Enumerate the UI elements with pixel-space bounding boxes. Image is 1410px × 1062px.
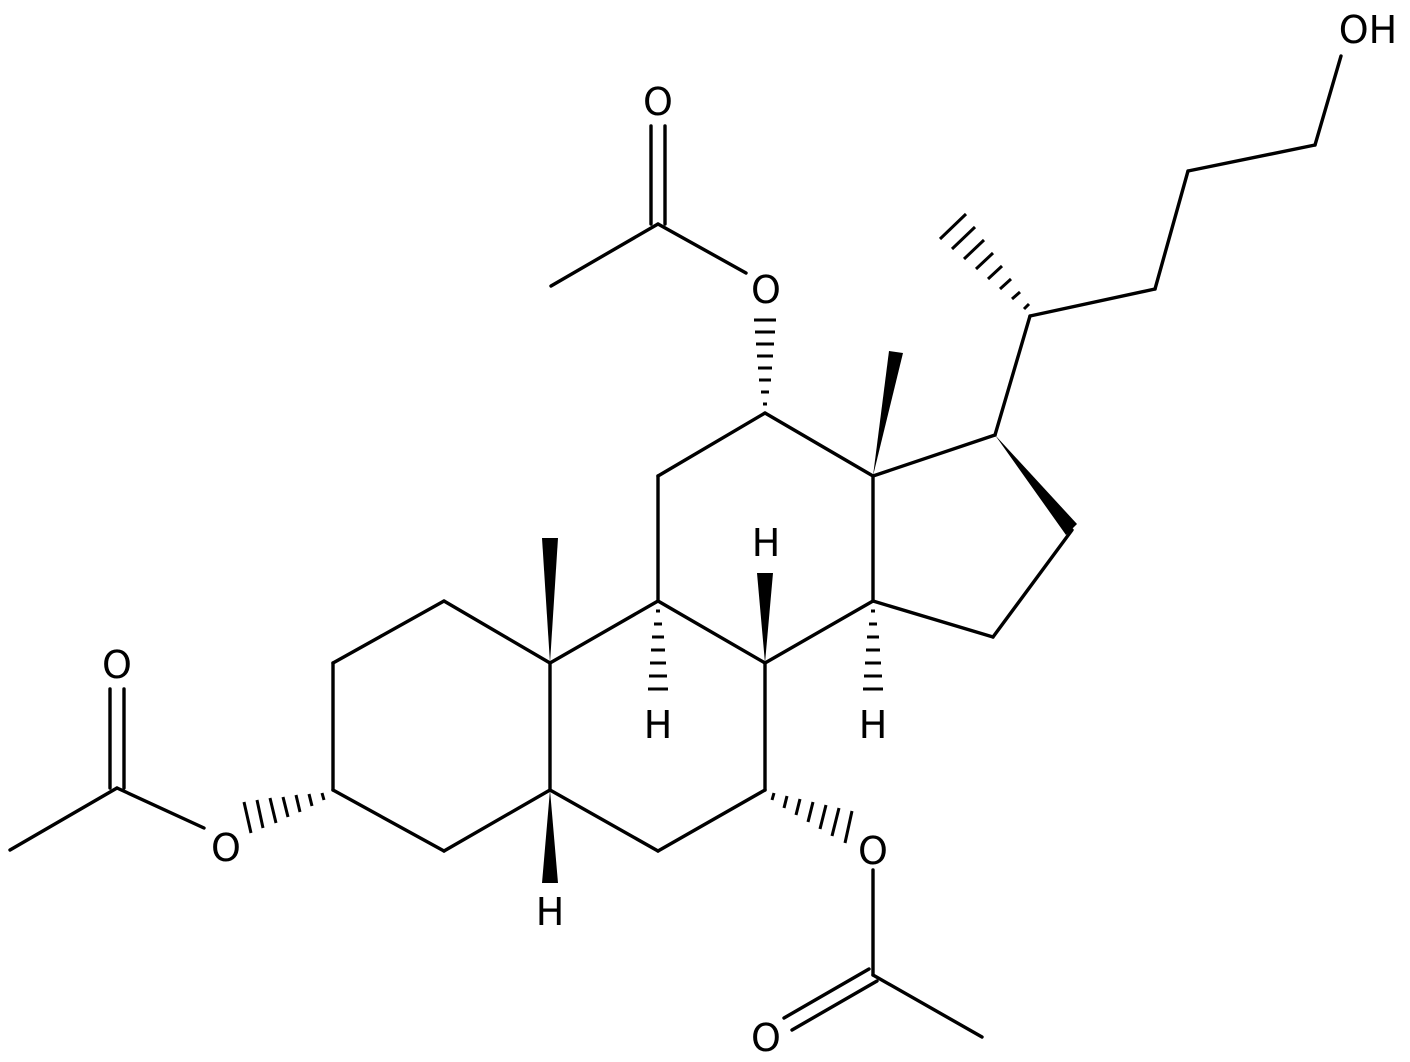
hash-c14-h bbox=[863, 609, 883, 691]
bond-acyl-methyl12 bbox=[549, 222, 660, 288]
bond-c7-carbonyl-a bbox=[782, 967, 871, 1020]
bond-c17-c20 bbox=[993, 314, 1032, 437]
bond-c4-c5 bbox=[442, 788, 552, 853]
carbonyl-oxygen-c3: O bbox=[102, 643, 132, 687]
bond-c9-c10 bbox=[548, 599, 660, 665]
wedge-c8-h bbox=[757, 573, 773, 663]
bond-c8-c9 bbox=[656, 599, 767, 665]
bond-c22-c23 bbox=[1153, 169, 1190, 291]
bond-c11-c12 bbox=[656, 411, 767, 478]
hashed-bonds bbox=[242, 212, 1031, 844]
bond-c14-c8 bbox=[763, 599, 875, 665]
wedge-c17-c16 bbox=[995, 435, 1077, 535]
wedge-c5-h bbox=[542, 790, 558, 883]
bond-o12-acyl bbox=[656, 222, 748, 275]
hydrogen-c9: H bbox=[644, 703, 673, 747]
bond-c20-c22 bbox=[1028, 287, 1157, 318]
bond-c3-c4 bbox=[331, 788, 446, 853]
hash-c12-o bbox=[754, 318, 776, 406]
bond-c15-c16 bbox=[991, 528, 1074, 639]
bond-acyl-methyl7 bbox=[871, 973, 984, 1039]
carbonyl-oxygen-c7: O bbox=[751, 1016, 781, 1060]
bond-c7-carbonyl-b bbox=[790, 979, 879, 1032]
hash-c9-h bbox=[648, 609, 668, 691]
hydroxyl-label: OH bbox=[1339, 8, 1397, 52]
hash-c7-o bbox=[770, 792, 854, 844]
bond-c12-c13 bbox=[763, 411, 875, 478]
bond-c14-c15 bbox=[871, 599, 995, 639]
ester-oxygen-c7: O bbox=[858, 829, 888, 873]
ester-oxygen-c12: O bbox=[751, 268, 781, 312]
bond-acyl-methyl3 bbox=[8, 786, 119, 852]
bond-c1-c2 bbox=[331, 599, 446, 665]
hydrogen-c14: H bbox=[859, 703, 888, 747]
wedge-c13-methyl bbox=[873, 351, 903, 476]
carbonyl-oxygen-c12: O bbox=[643, 80, 673, 124]
hash-c20-methyl bbox=[938, 212, 1031, 311]
wedge-bonds bbox=[542, 351, 1077, 883]
hydrogen-c5: H bbox=[536, 890, 565, 934]
skeleton-bonds bbox=[8, 54, 1343, 1039]
ester-oxygen-c3: O bbox=[211, 826, 241, 870]
bond-c5-c6 bbox=[548, 788, 660, 853]
bond-c24-o bbox=[1313, 54, 1343, 147]
atom-labels: OH O O O O O O H H H H bbox=[102, 8, 1397, 1060]
wedge-c10-methyl bbox=[542, 538, 558, 663]
hash-c3-o bbox=[242, 792, 326, 834]
bond-c13-c17 bbox=[871, 433, 997, 478]
bond-c10-c1 bbox=[442, 599, 552, 665]
bond-c6-c7 bbox=[656, 788, 767, 853]
bond-o3-acyl bbox=[115, 786, 206, 830]
hydrogen-c8: H bbox=[752, 521, 781, 565]
bond-c23-c24 bbox=[1186, 143, 1317, 173]
